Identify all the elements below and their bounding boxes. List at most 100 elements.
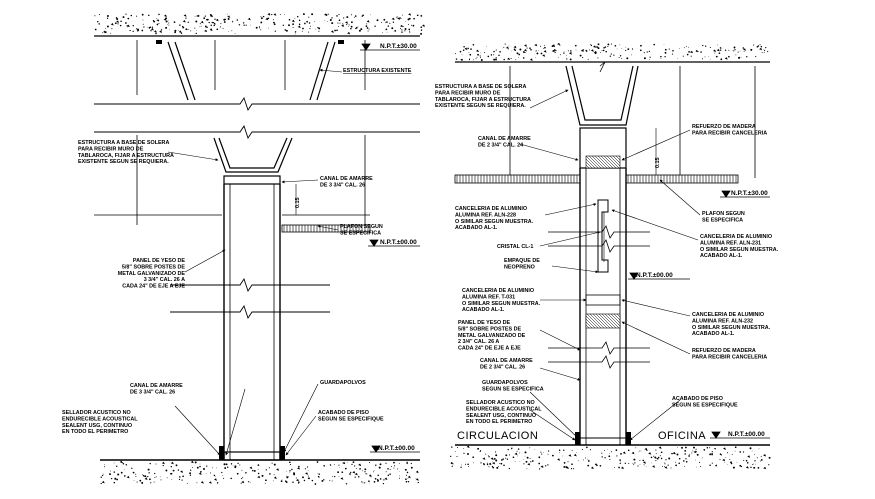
tRightSellador-line: ENDURECIBLE ACOUSTICAL: [466, 406, 542, 412]
tRightPlafon-line: PLAFON SEGUN: [702, 211, 745, 217]
tRightCancRTop-line: CANCELERIA DE ALUMINIO: [700, 234, 772, 240]
tRightPlafon-line: SE ESPECIFICA: [702, 217, 743, 223]
tLeftCanalBot-line: DE 3 3/4" CAL. 26: [130, 389, 175, 395]
tRightCancTop-line: ACABADO AL-1.: [455, 225, 498, 231]
tRightSellador-line: EN TODO EL PERIMETRO: [466, 419, 532, 425]
tRightCanalTop-line: CANAL DE AMARRE: [478, 136, 531, 142]
tRightCanalTop-line: DE 2 3/4" CAL. 24: [478, 142, 523, 148]
tLeftPanel-line: 5/8" SOBRE POSTES DE: [122, 264, 185, 270]
tRightRefTop-line: PARA RECIBIR CANCELERIA: [692, 130, 767, 136]
left-guardapolvos: GUARDAPOLVOS: [320, 380, 366, 386]
tLeftPlafon-line: SE ESPECIFICA: [340, 230, 381, 236]
right-cristal: CRISTAL CL-1: [497, 244, 533, 250]
tLeftSolera-line: TABLAROCA, FIJAR A ESTRUCTURA: [78, 153, 174, 159]
tLeftSellador-line: SEALENT USG, CONTINUO: [62, 423, 132, 429]
tRightCancTop-line: ALUMINA REF. ALN-228: [455, 212, 516, 218]
tRightCancTop-line: CANCELERIA DE ALUMINIO: [455, 206, 527, 212]
tRightSellador-line: SEALENT USG, CONTINUO: [466, 413, 536, 419]
left-wall-section: [94, 35, 420, 461]
tRightAcabado-line: SEGUN SE ESPECIFIQUE: [672, 402, 738, 408]
tRightCancMid-line: CANCELERIA DE ALUMINIO: [462, 288, 534, 294]
tLeftSolera-line: EXISTENTE SEGUN SE REQUIERA.: [78, 159, 169, 165]
tRightPanel-line: 5/8" SOBRE POSTES DE: [458, 326, 521, 332]
left-panel-yeso: PANEL DE YESO DE5/8" SOBRE POSTES DEMETA…: [118, 258, 186, 290]
tLeftPanel-line: CADA 24" DE EJE A EJE: [122, 284, 185, 290]
tLeftSolera-line: ESTRUCTURA A BASE DE SOLERA: [78, 140, 169, 146]
tRightRefTop-line: REFUERZO DE MADERA: [692, 124, 756, 130]
tRightSolera-line: PARA RECIBIR MURO DE: [435, 90, 501, 96]
level-left-floor: N.P.T.±00.00: [378, 445, 415, 452]
tLeftCanalTop-line: DE 3 3/4" CAL. 26: [320, 182, 365, 188]
level-right-mid: N.P.T.±00.00: [636, 272, 673, 279]
tLeftPanel-line: PANEL DE YESO DE: [133, 258, 186, 264]
tLeftSellador-line: ENDURECIBLE ACOUSTICAL: [62, 416, 138, 422]
tRightSellador-line: SELLADOR ACUSTICO NO: [466, 400, 535, 406]
tLeftCanalBot-line: CANAL DE AMARRE: [130, 383, 183, 389]
tRightPanel-line: 2 3/4" CAL. 26 A: [458, 339, 499, 345]
tRightCancTop-line: O SIMILAR SEGUN MUESTRA.: [455, 219, 534, 225]
tRightSolera-line: ESTRUCTURA A BASE DE SOLERA: [435, 84, 526, 90]
right-panel-yeso: PANEL DE YESO DE5/8" SOBRE POSTES DEMETA…: [458, 320, 526, 352]
tRightCancRMid-line: ALUMINA REF. ALN-232: [692, 318, 753, 324]
level-left-ceiling: N.P.T.±30.00: [380, 43, 417, 50]
tRightRefBot-line: REFUERZO DE MADERA: [692, 348, 756, 354]
tRightPanel-line: CADA 24" DE EJE A EJE: [458, 346, 521, 352]
tLeftAcabado-line: ACABADO DE PISO: [318, 410, 369, 416]
tRightCancRMid-line: ACABADO AL-1.: [692, 331, 735, 337]
tRightPanel-line: PANEL DE YESO DE: [458, 320, 511, 326]
room-circulacion: CIRCULACION: [457, 430, 538, 442]
tRightCancMid-line: ALUMINA REF. T-031: [462, 294, 515, 300]
tLeftSellador-line: EN TODO EL PERIMETRO: [62, 429, 128, 435]
concrete-slabs: [94, 12, 771, 485]
labels: N.P.T.±30.00 N.P.T.±00.00 N.P.T.±00.00 N…: [62, 43, 779, 452]
tRightCancMid-line: O SIMILAR SEGUN MUESTRA.: [462, 301, 541, 307]
left-dim: 0.15: [295, 198, 301, 209]
right-dim: 0.15: [655, 158, 661, 169]
tRightAcabado-line: ACABADO DE PISO: [672, 396, 723, 402]
level-right-ceiling: N.P.T.±30.00: [731, 190, 768, 197]
tRightCancRTop-line: O SIMILAR SEGUN MUESTRA.: [700, 247, 779, 253]
tLeftAcabado-line: SEGUN SE ESPECIFIQUE: [318, 416, 384, 422]
tLeftSolera-line: PARA RECIBIR MURO DE: [78, 146, 144, 152]
tRightGuard-line: SEGUN SE ESPECIFICA: [482, 386, 544, 392]
left-estructura-existente: ESTRUCTURA EXISTENTE: [343, 68, 412, 74]
tRightSolera-line: TABLAROCA, FIJAR A ESTRUCTURA: [435, 97, 531, 103]
tRightCanalBot-line: CANAL DE AMARRE: [480, 358, 533, 364]
tRightCancMid-line: ACABADO AL-1.: [462, 307, 505, 313]
tRightCanalBot-line: DE 2 3/4" CAL. 26: [480, 364, 525, 370]
tRightRefBot-line: PARA RECIBIR CANCELERIA: [692, 354, 767, 360]
tLeftSellador-line: SELLADOR ACUSTICO NO: [62, 410, 131, 416]
tRightEmpaque-line: EMPAQUE DE: [504, 258, 540, 264]
tLeftPanel-line: 3 3/4" CAL. 26 A: [144, 277, 185, 283]
tRightPanel-line: METAL GALVANIZADO DE: [458, 333, 526, 339]
tLeftPanel-line: METAL GALVANIZADO DE: [118, 271, 186, 277]
tLeftCanalTop-line: CANAL DE AMARRE: [320, 176, 373, 182]
tRightCancRMid-line: O SIMILAR SEGUN MUESTRA.: [692, 325, 771, 331]
tRightGuard-line: GUARDAPOLVOS: [482, 380, 528, 386]
tLeftPlafon-line: PLAFON SEGUN: [340, 224, 383, 230]
level-right-floor: N.P.T.±00.00: [728, 431, 765, 438]
tRightCancRTop-line: ALUMINA REF. ALN-231: [700, 240, 761, 246]
room-oficina: OFICINA: [658, 430, 706, 442]
tRightSolera-line: EXISTENTE SEGUN SE REQUIERA.: [435, 103, 526, 109]
